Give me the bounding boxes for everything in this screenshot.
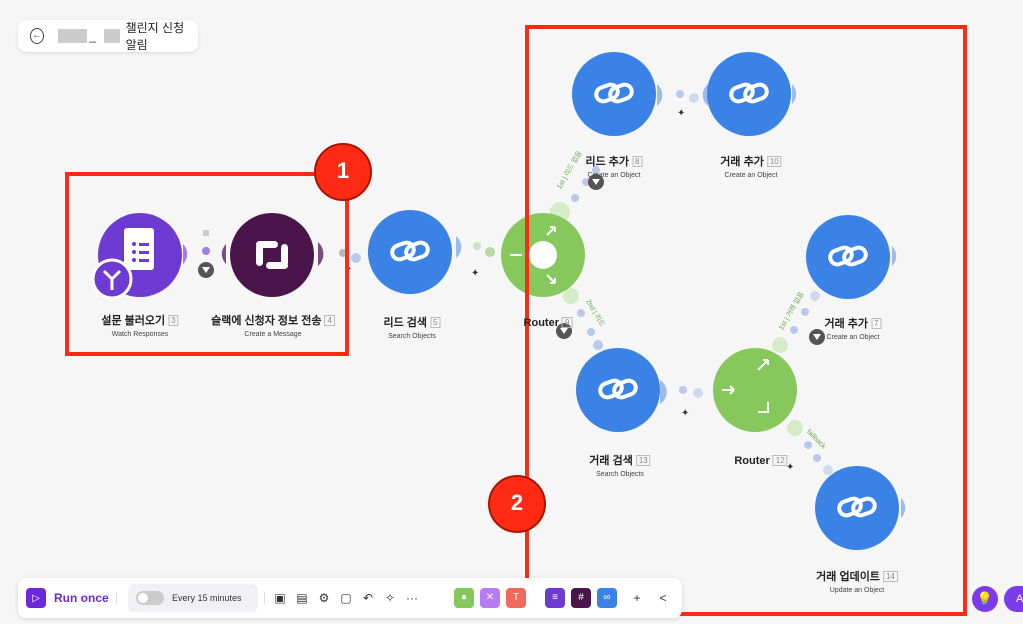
annotation-badge-2 bbox=[488, 475, 546, 533]
connector-forms-slack[interactable] bbox=[183, 230, 226, 264]
wrench-icon[interactable]: ✦ bbox=[677, 108, 685, 119]
back-bar: ← _ 챌린지 신청 알림 bbox=[18, 20, 198, 52]
connector-router2-dealupdate[interactable] bbox=[787, 420, 833, 475]
node-deal-add-10[interactable] bbox=[707, 52, 797, 136]
node-router-9[interactable] bbox=[501, 213, 585, 297]
wrench-icon[interactable]: ✦ bbox=[681, 408, 689, 419]
node-lead-add[interactable] bbox=[572, 52, 656, 136]
annotation-number-1: 1 bbox=[336, 158, 350, 183]
connector-leadsearch-router[interactable] bbox=[456, 236, 495, 258]
node-google-forms[interactable] bbox=[91, 213, 182, 300]
connector-route-2[interactable] bbox=[563, 288, 603, 350]
annotation-box-2 bbox=[525, 25, 967, 616]
magic-icon[interactable]: ✧ bbox=[384, 591, 396, 605]
gear-icon[interactable]: ⚙ bbox=[318, 591, 330, 605]
forms-app-icon[interactable]: ≡ bbox=[545, 588, 565, 608]
connector-leadadd-dealadd[interactable] bbox=[657, 84, 708, 106]
wrench-icon[interactable]: ✦ bbox=[471, 268, 479, 279]
underscore-text: _ bbox=[89, 29, 97, 43]
add-icon[interactable]: + bbox=[633, 591, 641, 605]
redacted-text bbox=[58, 29, 88, 43]
notes-icon[interactable]: ▢ bbox=[340, 591, 352, 605]
bottom-toolbar: ▷ Run once Every 15 minutes ▣ ▤ ⚙ ▢ ↶ ✧ … bbox=[18, 578, 682, 618]
schedule-toggle[interactable] bbox=[136, 591, 164, 605]
node-deal-update[interactable] bbox=[815, 466, 906, 550]
layout-icon[interactable]: ▤ bbox=[296, 591, 308, 605]
text-parser-icon[interactable]: T bbox=[506, 588, 526, 608]
more-icon[interactable]: ··· bbox=[406, 591, 418, 605]
redacted-text bbox=[104, 29, 120, 43]
annotation-number-2: 2 bbox=[510, 490, 524, 515]
connector-dealsearch-router2[interactable] bbox=[660, 380, 703, 404]
connector-slack-leadsearch[interactable] bbox=[318, 242, 370, 266]
connector-router2-dealadd7[interactable] bbox=[772, 291, 820, 353]
divider bbox=[116, 592, 117, 604]
undo-icon[interactable]: ↶ bbox=[362, 591, 374, 605]
arrow-left-icon[interactable]: ← bbox=[30, 28, 45, 44]
scenario-name[interactable]: 챌린지 신청 알림 bbox=[125, 21, 185, 52]
link-app-icon[interactable]: ∞ bbox=[597, 588, 617, 608]
slack-app-icon[interactable]: # bbox=[571, 588, 591, 608]
wrench-icon[interactable]: ✦ bbox=[786, 462, 794, 473]
lightbulb-icon[interactable]: 💡 bbox=[972, 586, 998, 612]
schedule-control[interactable]: Every 15 minutes bbox=[128, 584, 258, 612]
node-slack[interactable] bbox=[230, 213, 314, 297]
save-icon[interactable]: ▣ bbox=[274, 591, 286, 605]
collapse-icon[interactable]: < bbox=[659, 591, 667, 605]
tools-icon[interactable]: ● bbox=[454, 588, 474, 608]
flow-control-icon[interactable]: ✕ bbox=[480, 588, 500, 608]
annotation-box-1 bbox=[65, 172, 349, 356]
play-icon: ▷ bbox=[26, 588, 46, 608]
divider bbox=[264, 592, 265, 604]
node-router-12[interactable] bbox=[713, 348, 797, 432]
node-deal-add-7[interactable] bbox=[806, 215, 897, 299]
node-lead-search[interactable] bbox=[368, 210, 452, 294]
run-once-button[interactable]: ▷ Run once bbox=[26, 588, 109, 608]
assistant-button[interactable]: A bbox=[1004, 586, 1023, 612]
node-deal-search[interactable] bbox=[576, 348, 660, 432]
annotation-badge-1 bbox=[314, 143, 372, 201]
